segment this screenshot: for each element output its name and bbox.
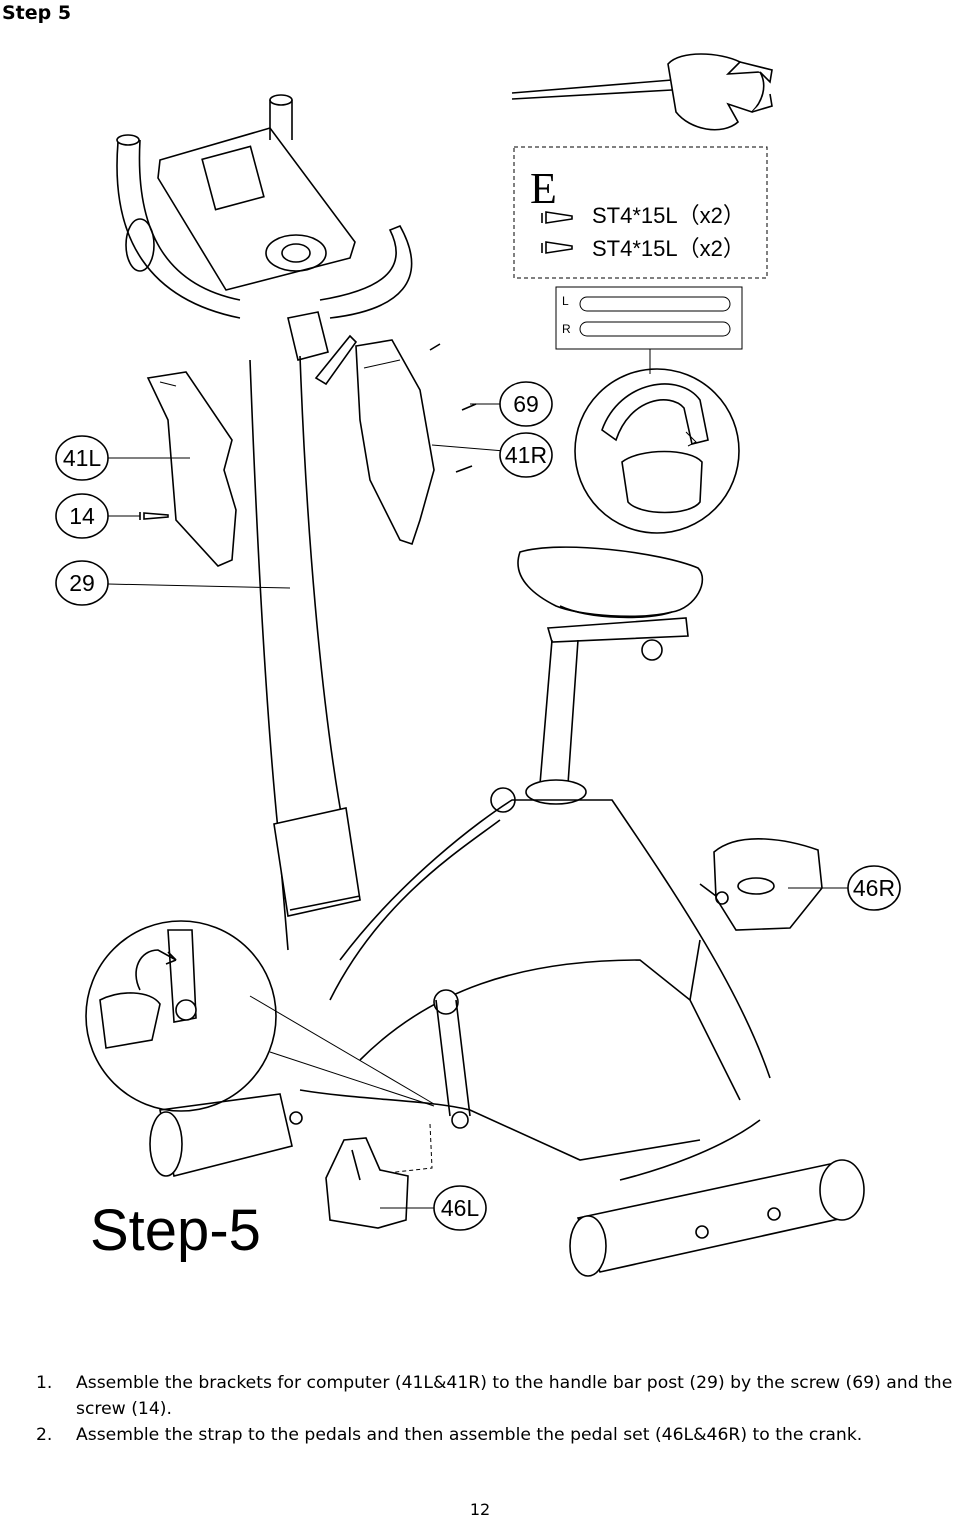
- bracket-41R: [355, 339, 435, 546]
- computer-console: [157, 127, 356, 291]
- strap-box: L R: [555, 286, 743, 374]
- instruction-item: 1. Assemble the brackets for computer (4…: [0, 1370, 960, 1422]
- seat: [517, 546, 704, 661]
- callout-69-label: 69: [513, 391, 539, 417]
- crank: [359, 989, 471, 1177]
- pedal-46L: [325, 1137, 409, 1229]
- callout-29: 29: [55, 560, 109, 606]
- pedal-strap-detail: [574, 368, 740, 534]
- callout-41R-label: 41R: [505, 442, 547, 468]
- screw-icon: [541, 241, 573, 254]
- instruction-list: 1. Assemble the brackets for computer (4…: [0, 1370, 960, 1448]
- callout-14: 14: [55, 493, 109, 539]
- hardware-box: E ST4*15L（x2） ST4*15L（x2）: [513, 146, 768, 279]
- assembly-diagram: E ST4*15L（x2） ST4*15L（x2） L R: [55, 53, 901, 1277]
- instruction-item: 2. Assemble the strap to the pedals and …: [0, 1422, 960, 1448]
- frame: [299, 639, 771, 1181]
- callout-29-label: 29: [69, 570, 95, 596]
- callout-41R: 41R: [499, 432, 553, 478]
- screw-icon: [541, 211, 573, 224]
- instruction-number: 2.: [36, 1425, 53, 1445]
- callout-41L-label: 41L: [63, 445, 102, 471]
- page-number: 12: [469, 1500, 491, 1519]
- instruction-number: 1.: [36, 1373, 53, 1393]
- front-stabilizer: [149, 1093, 303, 1177]
- tool-icon: [511, 53, 773, 131]
- crank-detail: [85, 920, 435, 1112]
- instruction-text: Assemble the strap to the pedals and the…: [76, 1425, 863, 1445]
- screw-spec-2: ST4*15L（x2）: [592, 236, 745, 261]
- step-heading: Step 5: [2, 2, 72, 24]
- callout-46R: 46R: [847, 865, 901, 911]
- pedal-46R: [699, 838, 823, 931]
- callout-46L-label: 46L: [441, 1195, 480, 1221]
- screw-spec-1: ST4*15L（x2）: [592, 203, 745, 228]
- diagram-step-label: Step-5: [90, 1198, 261, 1263]
- bracket-41L: [146, 371, 237, 567]
- instruction-text: Assemble the brackets for computer (41L&…: [76, 1373, 953, 1419]
- callout-46R-label: 46R: [853, 875, 895, 901]
- strap-left-label: L: [562, 294, 569, 308]
- callout-46L: 46L: [433, 1185, 487, 1231]
- strap-right-label: R: [562, 322, 571, 336]
- callout-41L: 41L: [55, 435, 109, 481]
- hardware-letter: E: [530, 164, 557, 213]
- callout-14-label: 14: [69, 503, 95, 529]
- rear-stabilizer: [569, 1159, 865, 1277]
- handle-bar-post: [249, 355, 361, 951]
- callout-69: 69: [499, 381, 553, 427]
- handlebar: [116, 94, 413, 386]
